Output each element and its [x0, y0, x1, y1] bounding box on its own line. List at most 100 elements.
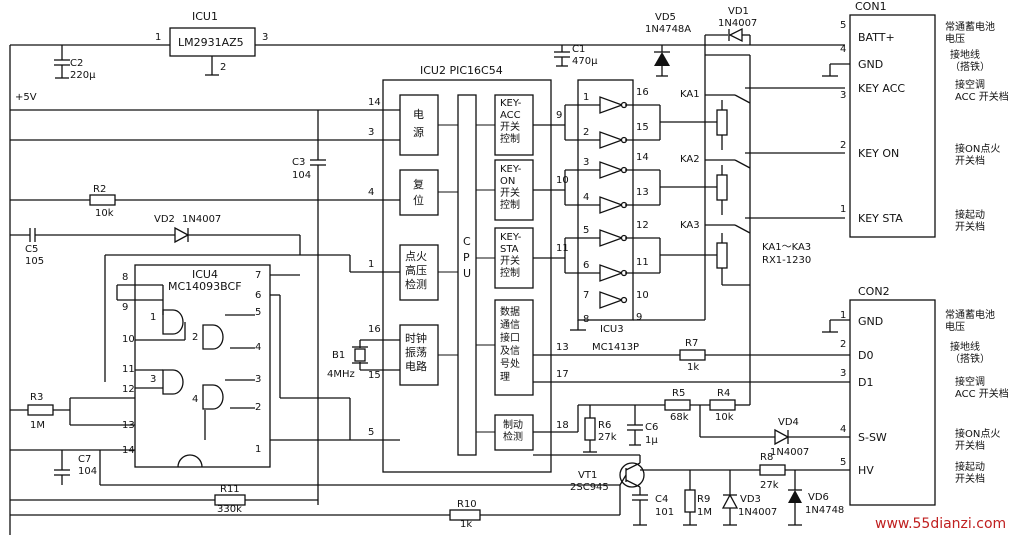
reset-block-label: 复位 — [413, 177, 424, 207]
c3-value: 104 — [292, 170, 311, 181]
icu3-pin-number: 2 — [583, 127, 589, 138]
icu1-pin2: 2 — [220, 62, 226, 73]
r11-value: 330k — [217, 504, 242, 515]
icu4-pin-number: 14 — [122, 445, 135, 456]
b1-value: 4MHz — [327, 369, 355, 380]
icu2-pin-number: 9 — [556, 110, 562, 121]
icu2-pin-number: 18 — [556, 420, 569, 431]
icu3-pin-number: 1 — [583, 92, 589, 103]
c5-label: C5 — [25, 244, 38, 255]
c2-value: 220μ — [70, 70, 96, 81]
icu3-pin-number: 7 — [583, 290, 589, 301]
icu3-pin-number: 11 — [636, 257, 649, 268]
vd3-label: VD3 — [740, 494, 761, 505]
icu2-block — [382, 79, 552, 473]
vd5-value: 1N4748A — [645, 24, 691, 35]
top-rail — [9, 27, 845, 535]
c4-value: 101 — [655, 507, 674, 518]
icu2-pin-number: 10 — [556, 175, 569, 186]
con2-gnd: GND — [858, 315, 883, 328]
vd5-label: VD5 — [655, 12, 676, 23]
con1-pin-number: 5 — [840, 20, 846, 31]
icu3-part: MC1413P — [592, 342, 639, 353]
con2-pin-number: 1 — [840, 310, 846, 321]
icu4-pin-number: 2 — [192, 332, 198, 343]
bottom-left-wiring — [10, 450, 621, 521]
icu3-pin-number: 14 — [636, 152, 649, 163]
icu4-pin-number: 2 — [255, 402, 261, 413]
con2-ssw: S-SW — [858, 431, 887, 444]
desc-batt: 常通蓄电池电压 — [945, 20, 995, 45]
desc2-batt: 常通蓄电池电压 — [945, 308, 995, 333]
icu4-pin-number: 3 — [150, 374, 156, 385]
c7-label: C7 — [78, 454, 91, 465]
b1-label: B1 — [332, 350, 345, 361]
relay-group-label: KA1～KA3 — [762, 242, 811, 253]
r2-label: R2 — [93, 184, 106, 195]
r11-label: R11 — [220, 484, 240, 495]
icu3-pin-number: 13 — [636, 187, 649, 198]
icu3-pin-number: 5 — [583, 225, 589, 236]
vd2-value: 1N4007 — [182, 214, 221, 225]
c5-value: 105 — [25, 256, 44, 267]
vd4-value: 1N4007 — [770, 447, 809, 458]
icu2-pin-number: 17 — [556, 369, 569, 380]
r7-label: R7 — [685, 338, 698, 349]
relays — [633, 55, 845, 321]
icu3-pin-number: 10 — [636, 290, 649, 301]
con1-pin-number: 3 — [840, 90, 846, 101]
icu4-pin-number: 3 — [255, 374, 261, 385]
icu3-pin-number: 12 — [636, 220, 649, 231]
icu4-part: MC14093BCF — [168, 280, 242, 293]
r7-value: 1k — [687, 362, 699, 373]
ignition-block-label: 点火高压检测 — [405, 250, 427, 291]
brake-detect-block-label: 制动检测 — [503, 418, 523, 443]
con2-pin-number: 4 — [840, 424, 846, 435]
icu2-pin-number: 1 — [368, 259, 374, 270]
con2-hv: HV — [858, 464, 874, 477]
icu2-pin-number: 16 — [368, 324, 381, 335]
power-block-label: 电源 — [413, 108, 424, 139]
icu2-pin-number: 14 — [368, 97, 381, 108]
r4-label: R4 — [717, 388, 730, 399]
icu4-pin-number: 13 — [122, 420, 135, 431]
desc-gnd: 接地线（搭铁） — [950, 48, 990, 73]
con2-d0: D0 — [858, 349, 873, 362]
con2-connector — [533, 299, 936, 526]
icu4-pin-number: 1 — [150, 312, 156, 323]
r2-value: 10k — [95, 208, 114, 219]
icu2-pin-number: 3 — [368, 127, 374, 138]
icu2-pin-number: 11 — [556, 243, 569, 254]
icu3-pin-number: 6 — [583, 260, 589, 271]
vd3-value: 1N4007 — [738, 507, 777, 518]
con1-pin-number: 2 — [840, 140, 846, 151]
r6-value: 27k — [598, 432, 617, 443]
vt1-value: 2SC945 — [570, 482, 609, 493]
con1-keyon: KEY ON — [858, 147, 899, 160]
icu1-pin1: 1 — [155, 32, 161, 43]
con2-d1: D1 — [858, 376, 873, 389]
desc-sta: 接起动开关档 — [955, 208, 985, 233]
r10-label: R10 — [457, 499, 477, 510]
con1-keysta: KEY STA — [858, 212, 903, 225]
labels: ICU1 LM2931AZ5 1 3 2 C2 220μ +5V C1 470μ… — [15, 0, 1006, 532]
buffer-inverter-dot — [620, 296, 628, 304]
r5-value: 68k — [670, 412, 689, 423]
con2-pin-number: 3 — [840, 368, 846, 379]
icu3-pin-number: 4 — [583, 192, 589, 203]
icu2-label: ICU2 PIC16C54 — [420, 64, 503, 77]
con1-connector — [822, 14, 936, 238]
icu4-pin-number: 4 — [192, 394, 198, 405]
r3-label: R3 — [30, 392, 43, 403]
c6-value: 1μ — [645, 435, 658, 446]
con1-batt: BATT+ — [858, 31, 895, 44]
c1-label: C1 — [572, 44, 585, 55]
icu2-pin-number: 4 — [368, 187, 374, 198]
r4-value: 10k — [715, 412, 734, 423]
con2-pin-number: 2 — [840, 339, 846, 350]
